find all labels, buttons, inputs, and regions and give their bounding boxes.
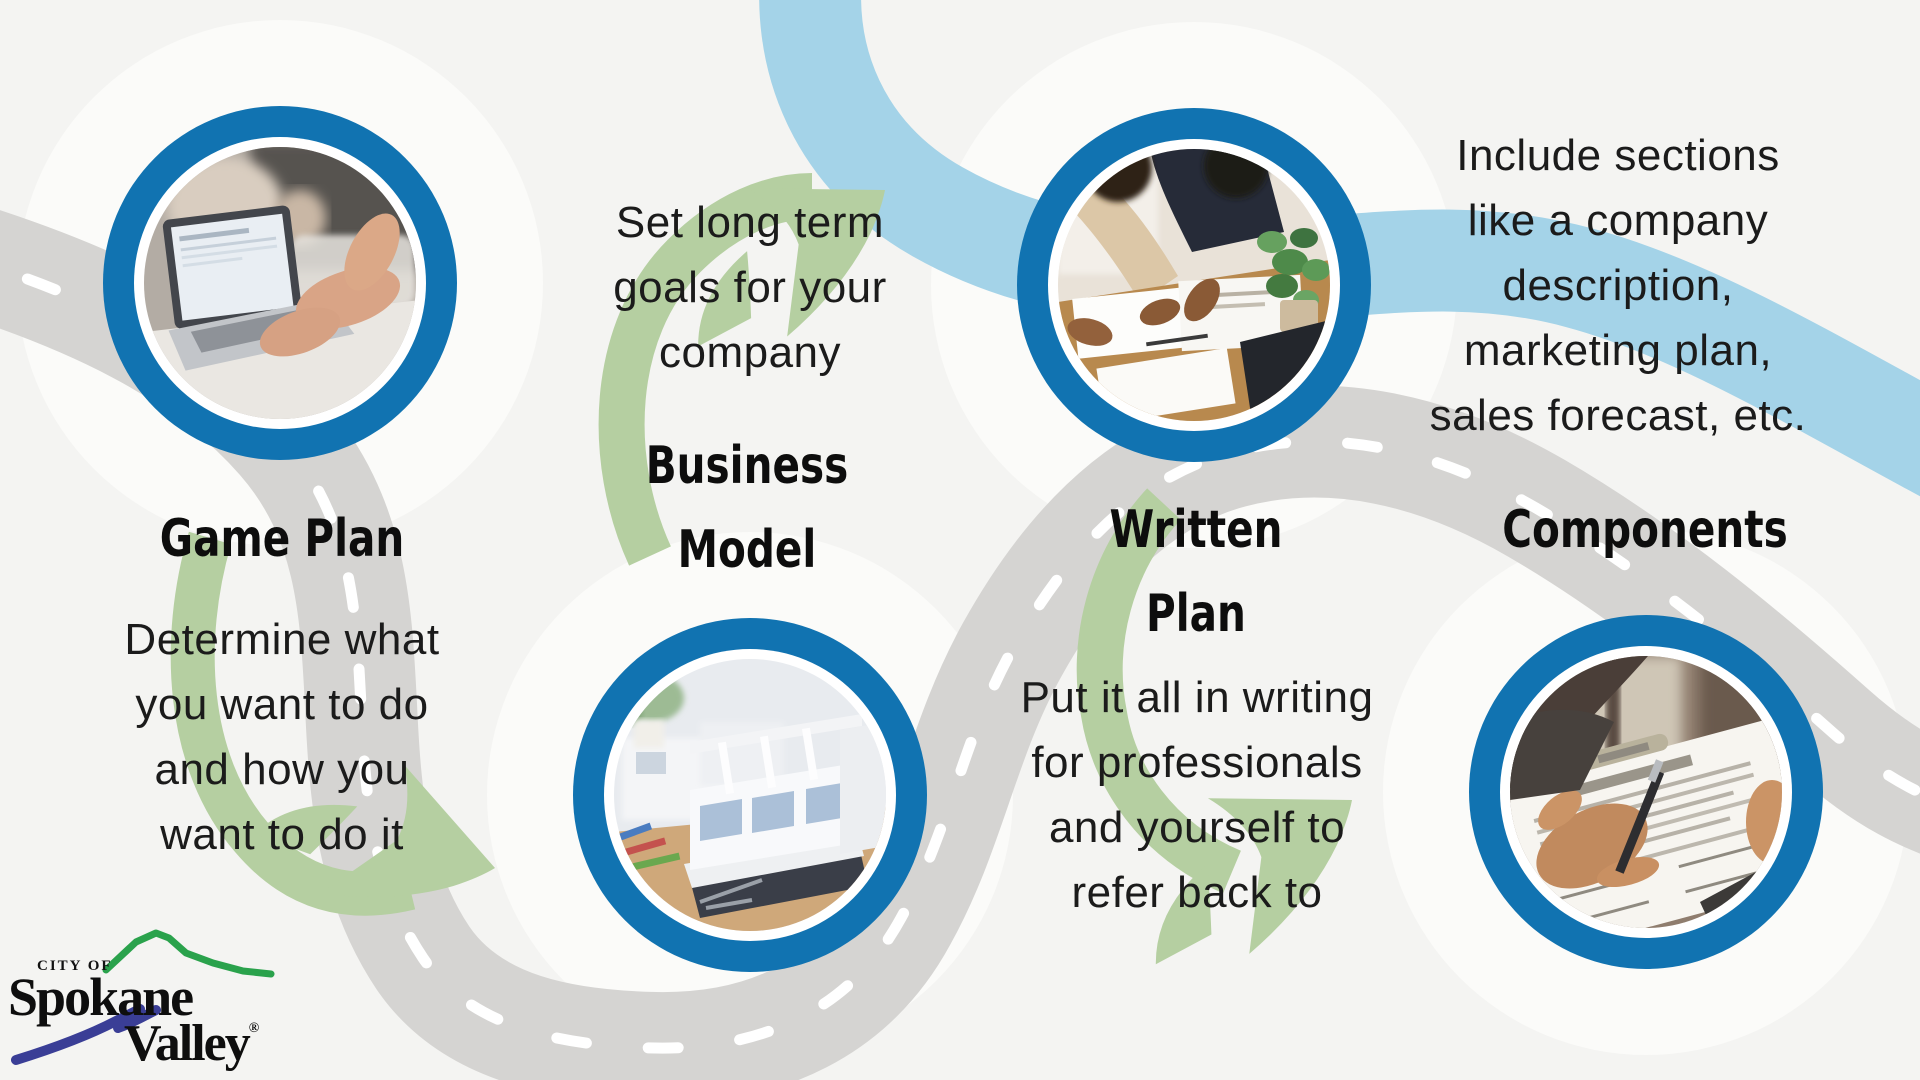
architecture-model-photo [614, 659, 886, 931]
description-line: goals for your [613, 263, 887, 312]
step-circle-components [1469, 615, 1823, 969]
description-line: description, [1502, 261, 1734, 310]
heading-line: Components [1502, 500, 1788, 560]
green-arrows [170, 129, 1393, 997]
description-line: for professionals [1031, 738, 1363, 787]
arrow-business-model [598, 129, 924, 566]
logo-city-of-text: CITY OF [37, 958, 113, 974]
description-line: Include sections [1456, 131, 1780, 180]
spokane-valley-logo: CITY OF Spokane Valley® [6, 926, 306, 1076]
step-circle-written-plan [1017, 108, 1371, 462]
heading-game-plan: Game Plan [126, 497, 438, 581]
description-line: you want to do [135, 680, 429, 729]
description-line: Determine what [124, 615, 440, 664]
logo-spokane-text: Spokane [8, 967, 194, 1027]
description-written-plan: Put it all in writing for professionals … [1007, 665, 1387, 925]
arrow-written-plan [1076, 488, 1393, 997]
description-line: marketing plan, [1463, 326, 1773, 375]
logo-valley-text: Valley® [124, 1015, 260, 1072]
description-business-model: Set long term goals for your company [585, 190, 915, 385]
registered-mark: ® [248, 1021, 260, 1036]
description-line: Set long term [615, 198, 885, 247]
description-line: refer back to [1071, 868, 1323, 917]
heading-components: Components [1489, 488, 1801, 572]
step-circle-business-model [573, 618, 927, 972]
arrow-game-plan [170, 531, 517, 943]
heading-business-model: Business Model [622, 424, 872, 592]
heading-line: Game Plan [159, 509, 405, 569]
description-game-plan: Determine what you want to do and how yo… [112, 607, 452, 867]
heading-line: Business [645, 436, 849, 496]
description-line: Put it all in writing [1020, 673, 1374, 722]
contract-signing-photo [1510, 656, 1782, 928]
logo-river-icon [11, 1004, 161, 1065]
road [0, 210, 1920, 1080]
description-line: company [658, 328, 842, 377]
heading-line: Written [1109, 500, 1283, 560]
description-line: want to do it [160, 810, 404, 859]
description-components: Include sections like a company descript… [1408, 123, 1828, 448]
description-line: sales forecast, etc. [1429, 391, 1807, 440]
logo-artwork [11, 929, 275, 1065]
laptop-typing-photo [144, 147, 416, 419]
logo-mountain-icon [102, 929, 275, 978]
road-center-dashes [0, 263, 1920, 1054]
heading-line: Model [677, 520, 817, 580]
heading-line: Plan [1146, 584, 1246, 644]
step-circle-game-plan [103, 106, 457, 460]
description-line: like a company [1467, 196, 1769, 245]
team-meeting-photo [1058, 149, 1330, 421]
heading-written-plan: Written Plan [1071, 488, 1321, 656]
description-line: and how you [154, 745, 410, 794]
description-line: and yourself to [1048, 803, 1346, 852]
